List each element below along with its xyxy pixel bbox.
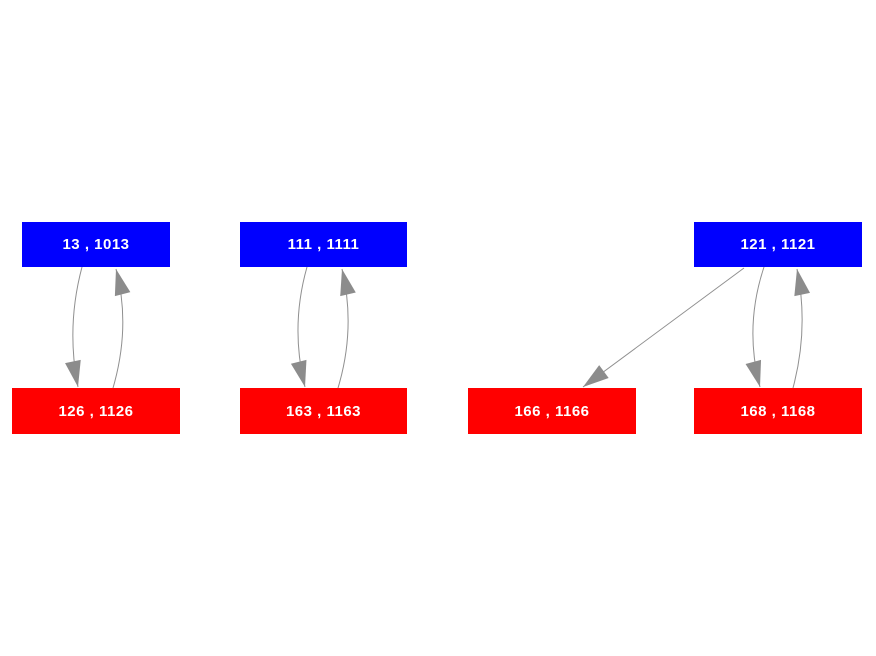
node-label: 166 , 1166 bbox=[514, 402, 590, 420]
node-label: 13 , 1013 bbox=[62, 236, 130, 253]
node-163-1163: 163 , 1163 bbox=[240, 388, 407, 434]
edge-line bbox=[582, 267, 745, 388]
edge-arrowhead bbox=[745, 359, 762, 387]
edge-arrowhead bbox=[794, 269, 811, 297]
node-13-1013: 13 , 1013 bbox=[22, 222, 170, 267]
node-label: 126 , 1126 bbox=[58, 402, 134, 420]
edge-arrowhead bbox=[583, 365, 609, 387]
node-168-1168: 168 , 1168 bbox=[694, 388, 862, 434]
node-label: 121 , 1121 bbox=[740, 236, 816, 253]
edge-arrowhead bbox=[340, 269, 356, 297]
node-166-1166: 166 , 1166 bbox=[468, 388, 636, 434]
node-121-1121: 121 , 1121 bbox=[694, 222, 862, 267]
edge-arrowhead bbox=[65, 359, 81, 387]
edge-arrowhead bbox=[290, 359, 307, 387]
node-126-1126: 126 , 1126 bbox=[12, 388, 180, 434]
node-label: 163 , 1163 bbox=[285, 402, 362, 420]
node-label: 111 , 1111 bbox=[287, 236, 360, 253]
node-label: 168 , 1168 bbox=[740, 402, 816, 420]
node-111-1111: 111 , 1111 bbox=[240, 222, 407, 267]
edge-arrowhead bbox=[114, 269, 131, 297]
